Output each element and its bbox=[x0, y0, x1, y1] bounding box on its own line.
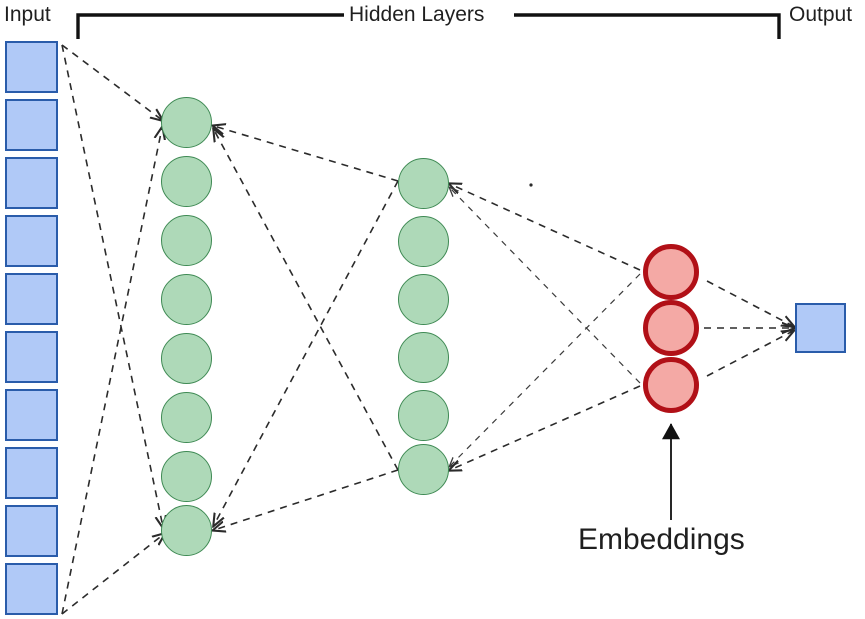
hidden-node[interactable] bbox=[161, 451, 212, 502]
input-node[interactable] bbox=[5, 41, 58, 93]
hidden-node[interactable] bbox=[161, 392, 212, 443]
input-node[interactable] bbox=[5, 157, 58, 209]
embedding-node[interactable] bbox=[643, 357, 699, 413]
hidden-node[interactable] bbox=[161, 156, 212, 207]
hidden-node[interactable] bbox=[398, 332, 449, 383]
embedding-node[interactable] bbox=[643, 244, 699, 300]
output-node[interactable] bbox=[795, 303, 846, 353]
hidden-node[interactable] bbox=[161, 333, 212, 384]
hidden-node[interactable] bbox=[398, 390, 449, 441]
edges-hidden2-to-embeddings bbox=[450, 183, 641, 470]
input-node[interactable] bbox=[5, 505, 58, 557]
input-node[interactable] bbox=[5, 215, 58, 267]
hidden-node[interactable] bbox=[161, 215, 212, 266]
input-node[interactable] bbox=[5, 389, 58, 441]
input-label: Input bbox=[4, 3, 51, 26]
embedding-node[interactable] bbox=[643, 300, 699, 356]
input-node[interactable] bbox=[5, 447, 58, 499]
hidden-node[interactable] bbox=[161, 505, 212, 556]
embeddings-label: Embeddings bbox=[578, 523, 745, 556]
hidden-layers-label: Hidden Layers bbox=[349, 3, 485, 26]
edges-embeddings-to-output bbox=[704, 280, 793, 377]
input-node[interactable] bbox=[5, 331, 58, 383]
input-node[interactable] bbox=[5, 273, 58, 325]
input-node[interactable] bbox=[5, 563, 58, 615]
hidden-node[interactable] bbox=[398, 444, 449, 495]
input-node[interactable] bbox=[5, 99, 58, 151]
output-label: Output bbox=[789, 3, 853, 26]
hidden-node[interactable] bbox=[398, 216, 449, 267]
hidden-node[interactable] bbox=[161, 97, 212, 148]
hidden-layers-bracket bbox=[76, 13, 781, 39]
hidden-node[interactable] bbox=[398, 158, 449, 209]
hidden-node[interactable] bbox=[161, 274, 212, 325]
hidden-node[interactable] bbox=[398, 274, 449, 325]
edges-input-to-hidden1 bbox=[61, 44, 164, 615]
edges-hidden1-to-hidden2 bbox=[214, 126, 399, 530]
